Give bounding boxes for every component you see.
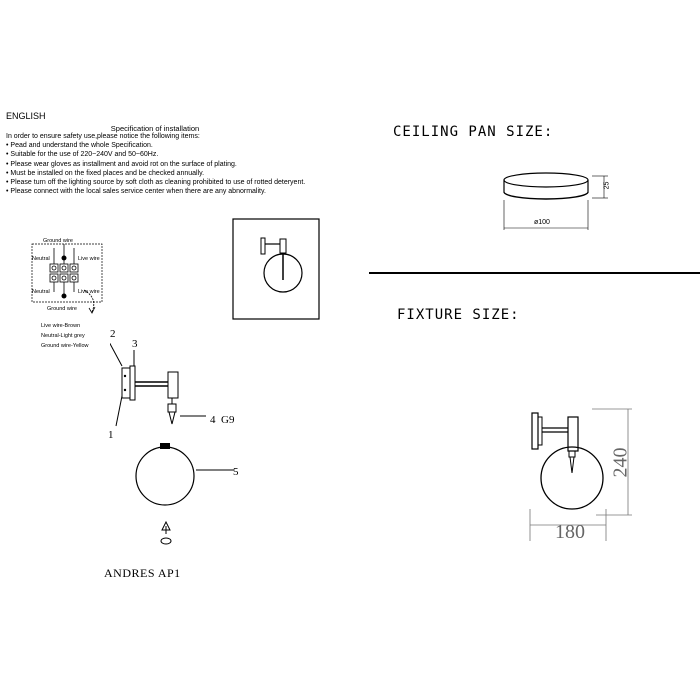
callout-4-bulb: 4 G9	[210, 414, 235, 426]
spec-item: • Pead and understand the whole Specific…	[6, 142, 153, 150]
legend-item: Live wire-Brown	[41, 323, 81, 329]
product-illustration	[232, 218, 320, 320]
fixture-size-title: FIXTURE SIZE:	[397, 307, 520, 323]
callout-3: 3	[132, 338, 138, 350]
section-divider	[369, 272, 700, 274]
neutral-label: Neutral	[32, 289, 50, 295]
ceiling-height-label: 25	[603, 181, 611, 190]
spec-item: • Please wear gloves as installment and …	[6, 160, 237, 168]
ceiling-pan-drawing	[503, 172, 608, 230]
language-label: ENGLISH	[6, 111, 46, 121]
spec-list: In order to ensure safety use,please not…	[6, 132, 305, 196]
callout-2: 2	[110, 328, 116, 340]
spec-title: Specification of installation	[110, 124, 200, 133]
live-wire-label: Live wire	[78, 289, 100, 295]
model-name: ANDRES AP1	[104, 566, 181, 580]
spec-item: In order to ensure safety use,please not…	[6, 133, 200, 140]
exploded-view-diagram	[110, 342, 234, 545]
ground-wire-label: Ground wire	[47, 306, 77, 312]
spec-item: • Please connect with the local sales se…	[6, 188, 266, 196]
spec-item: • Must be installed on the fixed places …	[6, 169, 205, 177]
fixture-width-label: 180	[555, 521, 585, 543]
spec-item: • Please turn off the lighting source by…	[6, 179, 306, 187]
legend-item: Neutral-Light grey	[41, 333, 85, 339]
live-wire-label: Live wire	[78, 256, 100, 262]
ceiling-pan-title: CEILING PAN SIZE:	[393, 124, 554, 140]
fixture-height-label: 240	[609, 447, 632, 478]
callout-1: 1	[108, 429, 114, 441]
callout-5: 5	[233, 466, 239, 478]
ground-wire-label: Ground wire	[43, 238, 73, 244]
neutral-label: Neutral	[32, 256, 50, 262]
wiring-diagram	[31, 243, 103, 314]
ceiling-diameter-label: ø100	[534, 219, 550, 226]
legend-item: Ground wire-Yellow	[41, 343, 89, 349]
spec-item: • Suitable for the use of 220~240V and 5…	[6, 151, 159, 159]
wire-color-legend: Live wire-Brown Neutral-Light grey Groun…	[41, 321, 89, 351]
fixture-drawing	[529, 408, 632, 541]
